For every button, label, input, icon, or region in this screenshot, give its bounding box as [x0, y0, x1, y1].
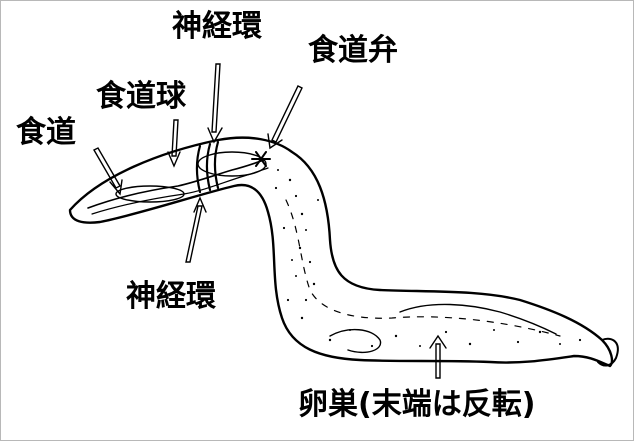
label-esophageal-valve: 食道弁 [308, 36, 398, 66]
label-esophageal-bulb: 食道球 [96, 82, 186, 112]
label-nerve-ring-bottom: 神経環 [126, 282, 216, 312]
arrow-esophageal-bulb [168, 120, 180, 166]
label-ovary: 卵巣(末端は反転) [298, 390, 535, 420]
label-esophagus: 食道 [16, 118, 76, 148]
ovary-loops [330, 304, 556, 352]
label-nerve-ring-top: 神経環 [172, 12, 262, 42]
arrow-nerve-ring-bottom [186, 198, 206, 262]
arrow-nerve-ring-top [208, 64, 222, 142]
body-stippling [275, 169, 581, 347]
nerve-ring-bands [197, 142, 218, 192]
arrow-ovary [430, 336, 446, 378]
arrow-esophageal-valve [268, 86, 302, 148]
